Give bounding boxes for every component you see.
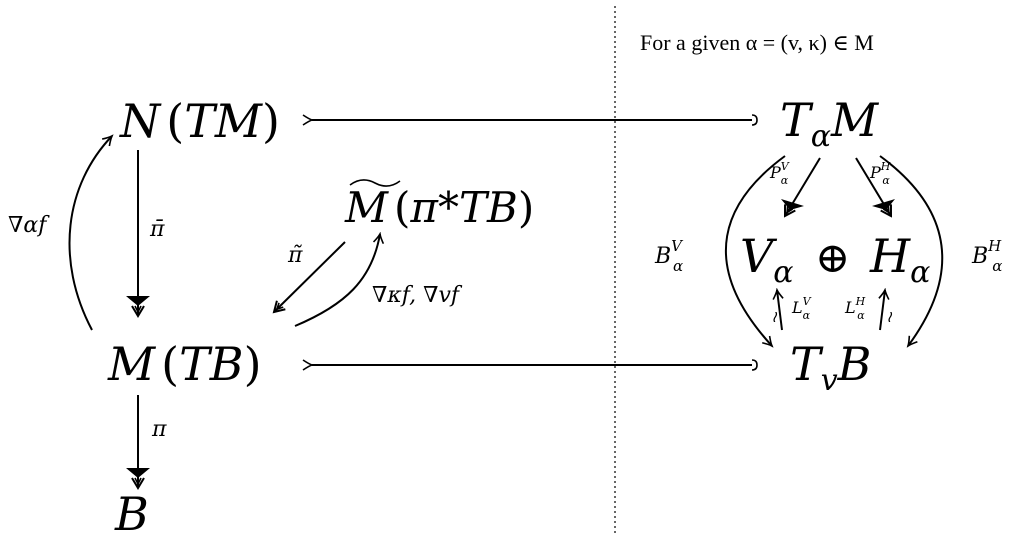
node-M-tilde: M(π*TB) <box>344 183 534 232</box>
label-pi-tilde: π̃ <box>287 243 303 268</box>
diagram-caption: For a given α = (v, κ) ∈ M <box>640 30 874 55</box>
tilde-accent <box>349 179 401 187</box>
arrow-TvB-to-Ha-lift <box>880 290 885 331</box>
node-normal-bundle-TM: N(TM) <box>119 94 280 148</box>
arrow-M-to-N-gradient <box>68 136 112 331</box>
arrow-M-to-B-second-head <box>126 468 150 478</box>
arrow-TvB-to-Va-lift <box>777 290 782 331</box>
iso-mark-H: ≀ <box>886 307 893 326</box>
arrow-TaM-to-TvB-right-curve <box>879 155 944 346</box>
iso-mark-V: ≀ <box>771 307 778 326</box>
node-vertical-Va: Vα <box>740 229 794 290</box>
node-manifold-TB: M(TB) <box>107 337 262 391</box>
arrow-Mtilde-to-M <box>272 241 346 314</box>
arrow-TaM-to-Va-second-head <box>781 199 804 210</box>
node-base-B: B <box>114 487 149 538</box>
node-horizontal-Ha: Hα <box>869 229 930 290</box>
label-pi: π <box>151 417 167 442</box>
label-grad-alpha-f: ∇αf <box>8 213 50 238</box>
arrow-N-to-M-second-head <box>126 296 150 306</box>
direct-sum-symbol: ⊕ <box>815 233 850 282</box>
label-pi-bar: π̄ <box>149 217 165 242</box>
node-tangent-TvB: TvB <box>790 337 871 398</box>
arrow-TaM-to-Ha-second-head <box>872 199 895 210</box>
node-tangent-TaM: TαM <box>780 93 880 154</box>
label-grad-kappa-v: ∇κf, ∇vf <box>372 283 463 308</box>
arrow-TaM-to-TvB-left-curve <box>724 155 786 346</box>
arrow-M-to-Mtilde-gradient <box>294 234 380 327</box>
